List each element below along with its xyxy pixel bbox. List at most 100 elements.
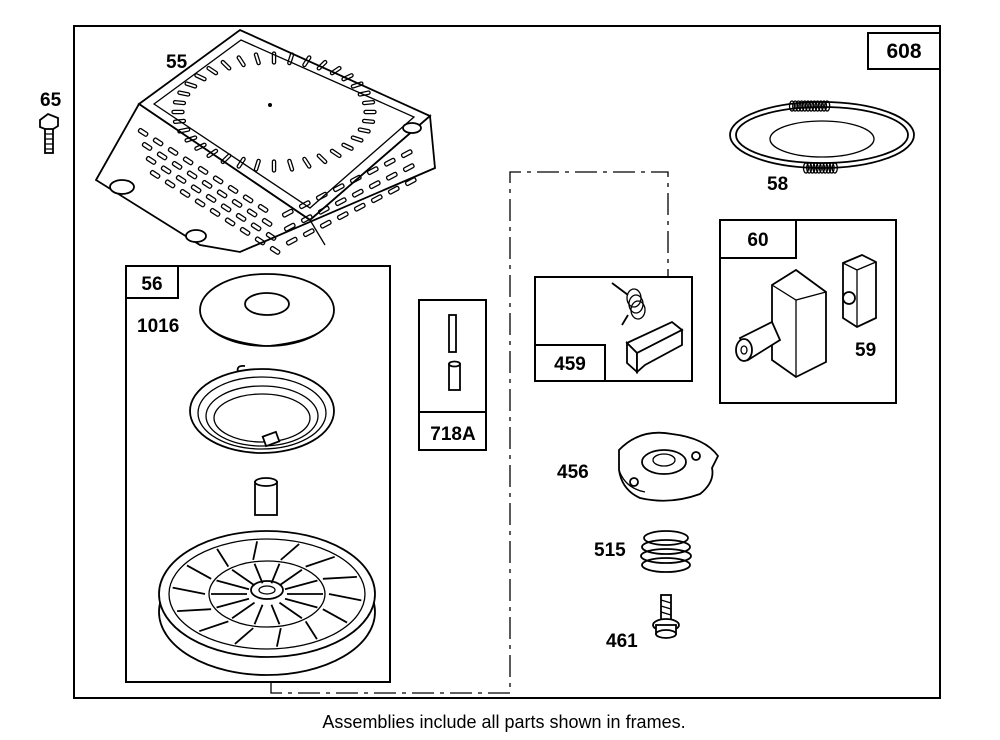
vent-slot: [220, 203, 232, 213]
vent-slot: [385, 171, 398, 181]
vent-slot: [231, 198, 243, 208]
vent-slot: [283, 222, 296, 232]
vent-slot: [319, 219, 332, 229]
rope-coil: [818, 162, 826, 174]
rope-coil: [809, 162, 816, 174]
bolt-65: [39, 112, 59, 154]
label-56: 56: [141, 274, 162, 295]
vent-slot: [353, 202, 366, 212]
vent-slot: [315, 191, 328, 201]
vent-slot: [236, 55, 246, 68]
label-59: 59: [855, 340, 876, 361]
caption: Assemblies include all parts shown in fr…: [322, 712, 685, 732]
ratchet-456: [618, 431, 720, 502]
vent-slot: [317, 205, 330, 215]
pulley-vane: [253, 563, 264, 584]
vent-slot: [341, 73, 354, 82]
rope-coil: [831, 162, 838, 174]
washer-1016: [199, 273, 335, 347]
rope-coil: [828, 162, 835, 174]
vent-slot: [261, 217, 273, 227]
vent-slot: [235, 212, 247, 222]
rope-coil: [815, 162, 822, 174]
vent-slot: [137, 127, 149, 137]
vent-slot: [302, 228, 315, 238]
starter-pulley: [158, 530, 376, 676]
vent-slot: [334, 197, 347, 207]
rope-coil: [820, 100, 828, 112]
label-1016: 1016: [137, 316, 179, 337]
vent-slot: [177, 90, 191, 97]
frame-56: 56 1016: [125, 265, 391, 683]
vent-slot: [186, 170, 198, 180]
vent-slot: [351, 188, 364, 198]
vent-slot: [209, 207, 221, 217]
pulley-fin: [177, 608, 212, 613]
vent-slot: [194, 198, 206, 208]
pulley-fin: [234, 627, 254, 645]
pulley-fin: [305, 555, 335, 568]
vent-slot: [184, 81, 198, 89]
rope-coil: [798, 100, 805, 112]
vent-slot: [152, 137, 164, 147]
vent-slot: [194, 142, 207, 151]
rope-coil: [811, 100, 818, 112]
vent-slot: [329, 65, 342, 76]
vent-slot: [220, 153, 232, 165]
pulley-fin: [252, 541, 258, 561]
vent-slot: [350, 135, 364, 143]
vent-slot: [361, 99, 376, 106]
vent-slot: [298, 200, 311, 210]
rope-coil: [788, 100, 796, 112]
frame-718a: 718A: [418, 299, 487, 451]
vent-slot: [302, 156, 312, 169]
pulley-vane: [278, 569, 303, 587]
screw-461: [652, 594, 680, 639]
vent-slot: [141, 141, 153, 151]
vent-slot: [316, 59, 328, 71]
vent-slot: [281, 208, 294, 218]
rope-coil: [804, 100, 812, 112]
vent-slot: [269, 245, 281, 255]
assembly-number: 608: [886, 40, 921, 63]
vent-slot: [236, 156, 246, 169]
label-459: 459: [554, 354, 586, 375]
label-55: 55: [166, 52, 188, 73]
rope-coil: [792, 100, 799, 112]
vent-slot: [164, 179, 176, 189]
pulley-fin: [322, 575, 357, 580]
frame-459: 459: [534, 276, 693, 382]
vent-slot: [224, 217, 236, 227]
vent-slot: [285, 236, 298, 246]
vent-slot: [370, 194, 383, 204]
pulley-vane: [216, 597, 250, 609]
pulley-vane: [253, 604, 264, 625]
vent-slot: [361, 118, 376, 125]
pulley-vane: [270, 604, 281, 625]
vent-slot: [387, 185, 400, 195]
vent-slot: [179, 188, 191, 198]
pulley-vane: [216, 579, 250, 591]
rope-coil: [824, 100, 831, 112]
vent-slot: [349, 174, 362, 184]
vent-slot: [316, 153, 328, 165]
pulley-fin: [216, 548, 230, 568]
vent-slot: [404, 177, 417, 187]
label-456: 456: [557, 462, 589, 483]
blower-housing-55: [94, 28, 436, 255]
pulley-fin: [276, 627, 282, 647]
vent-slot: [402, 163, 415, 173]
pulley-fin: [322, 608, 348, 624]
pulley-fin: [199, 620, 229, 633]
vent-slot: [336, 211, 349, 221]
pulley-vane: [278, 601, 303, 619]
rope-coil: [822, 162, 829, 174]
pawl: [625, 320, 684, 375]
vent-slot: [253, 158, 261, 172]
vent-slot: [257, 203, 269, 213]
vent-slot: [368, 180, 381, 190]
vent-slot: [201, 179, 213, 189]
rope-coil: [817, 100, 824, 112]
starter-rope-58: [729, 100, 915, 174]
pulley-vane: [231, 569, 256, 587]
